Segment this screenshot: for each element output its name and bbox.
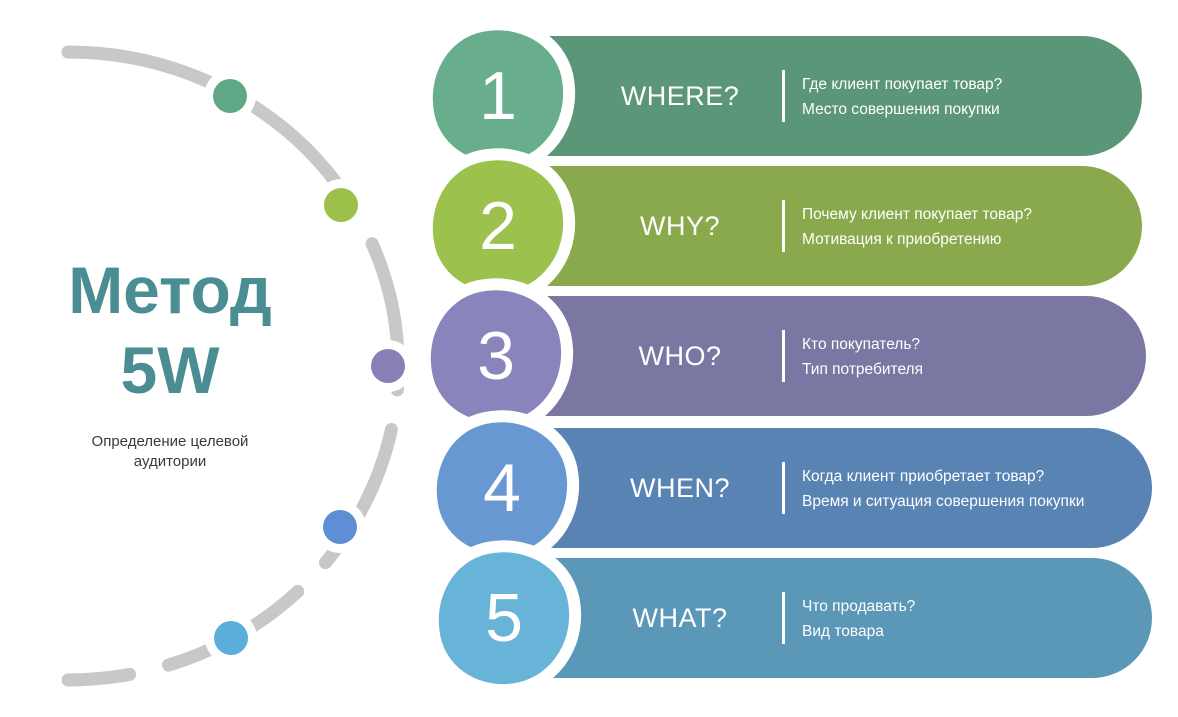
- step-number: 4: [483, 450, 521, 526]
- step-bar: [550, 558, 1152, 678]
- step-number: 5: [485, 580, 523, 656]
- step-question: Когда клиент приобретает товар?: [802, 468, 1045, 485]
- step-answer: Тип потребителя: [802, 361, 923, 378]
- step-number: 1: [479, 58, 517, 134]
- step-row-2: 2 WHY? Почему клиент покупает товар? Мот…: [419, 147, 1144, 305]
- step-row-4: 4 WHEN? Когда клиент приобретает товар? …: [423, 409, 1154, 567]
- step-description: Когда клиент приобретает товар? Время и …: [802, 464, 1084, 514]
- step-bar: [544, 36, 1142, 156]
- step-description: Кто покупатель? Тип потребителя: [802, 332, 923, 382]
- step-question: Почему клиент покупает товар?: [802, 206, 1032, 223]
- step-number: 2: [479, 188, 517, 264]
- step-question: Где клиент покупает товар?: [802, 76, 1003, 93]
- step-divider: [782, 592, 785, 644]
- subtitle: Определение целевой аудитории: [40, 432, 300, 472]
- step-description: Что продавать? Вид товара: [802, 594, 915, 644]
- arc-dot-3: [371, 349, 405, 383]
- step-question: Кто покупатель?: [802, 336, 921, 353]
- step-divider: [782, 330, 785, 382]
- step-description: Почему клиент покупает товар? Мотивация …: [802, 202, 1032, 252]
- subtitle-line-1: Определение целевой: [91, 433, 249, 450]
- step-divider: [782, 200, 785, 252]
- step-description: Где клиент покупает товар? Место соверше…: [802, 72, 1002, 122]
- step-answer: Мотивация к приобретению: [802, 231, 1002, 248]
- main-title-line-1: Метод: [68, 253, 272, 327]
- step-number: 3: [477, 318, 515, 394]
- step-row-5: 5 WHAT? Что продавать? Вид товара: [425, 539, 1154, 697]
- step-divider: [782, 462, 785, 514]
- step-bar: [544, 166, 1142, 286]
- step-label: WHY?: [639, 211, 720, 241]
- step-row-3: 3 WHO? Кто покупатель? Тип потребителя: [417, 277, 1148, 435]
- step-label: WHEN?: [629, 473, 730, 503]
- arc-dot-5: [214, 621, 248, 655]
- subtitle-line-2: аудитории: [133, 453, 207, 470]
- step-answer: Место совершения покупки: [802, 101, 1000, 118]
- step-label: WHAT?: [632, 603, 728, 633]
- step-label: WHO?: [638, 341, 722, 371]
- arc-dot-1: [213, 79, 247, 113]
- step-label: WHERE?: [620, 81, 740, 111]
- arc-dot-4: [323, 510, 357, 544]
- step-answer: Время и ситуация совершения покупки: [802, 493, 1085, 510]
- step-question: Что продавать?: [802, 598, 916, 615]
- title-block: Метод 5W Определение целевой аудитории: [40, 250, 300, 472]
- step-bar: [542, 296, 1146, 416]
- step-row-1: 1 WHERE? Где клиент покупает товар? Мест…: [419, 17, 1144, 175]
- arc-dot-2: [324, 188, 358, 222]
- step-divider: [782, 70, 785, 122]
- step-answer: Вид товара: [802, 623, 884, 640]
- step-bar: [548, 428, 1152, 548]
- main-title-line-2: 5W: [120, 333, 220, 407]
